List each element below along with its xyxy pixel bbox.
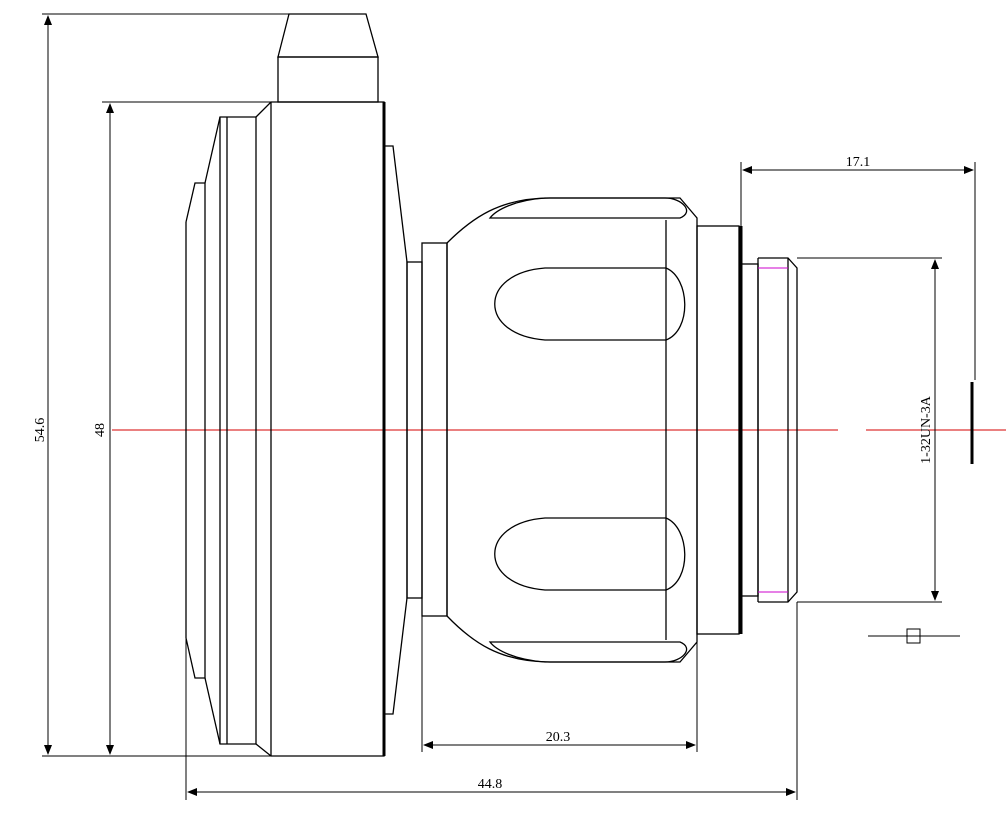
rear-flange bbox=[185, 116, 257, 745]
dim-thread-length-label: 17.1 bbox=[846, 155, 871, 170]
dim-sleeve-length: 20.3 bbox=[421, 616, 698, 752]
dim-thread-length: 17.1 bbox=[740, 155, 976, 380]
dim-body-diameter-label: 48 bbox=[93, 423, 108, 437]
dim-thread-spec-label: 1-32UN-3A bbox=[919, 395, 934, 464]
main-body bbox=[255, 13, 386, 757]
dim-thread-spec: 1-32UN-3A bbox=[797, 257, 942, 603]
dim-overall-length-label: 44.8 bbox=[478, 777, 503, 792]
dim-overall-length: 44.8 bbox=[185, 602, 798, 800]
thread-section bbox=[696, 225, 798, 635]
side-view-symbol bbox=[868, 382, 974, 644]
dim-overall-height: 54.6 bbox=[33, 13, 289, 757]
knurled-sleeve bbox=[446, 197, 698, 663]
dim-body-diameter: 48 bbox=[93, 101, 271, 757]
dim-overall-height-label: 54.6 bbox=[33, 418, 48, 443]
dim-sleeve-length-label: 20.3 bbox=[546, 730, 571, 745]
